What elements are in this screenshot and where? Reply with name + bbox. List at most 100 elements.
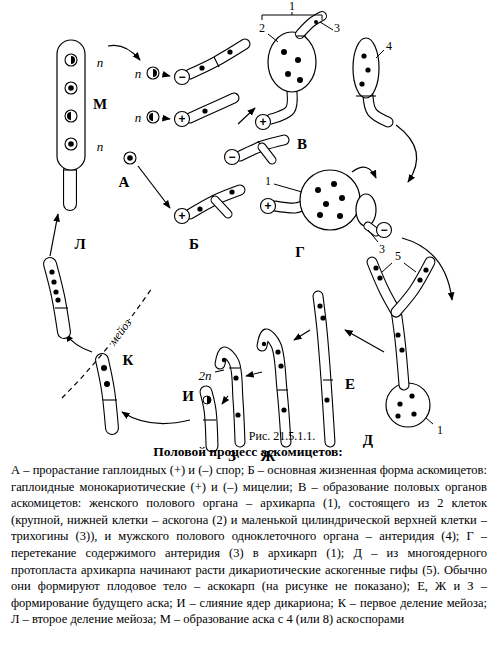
nucleus: [409, 393, 414, 398]
nucleus: [297, 77, 303, 83]
stage-letter: К: [123, 353, 134, 368]
hypha-outline: [275, 206, 302, 208]
ploidy-label: n: [97, 140, 104, 153]
nucleus: [359, 81, 364, 86]
cell-body: [356, 194, 376, 226]
callout-number: 3: [334, 22, 340, 34]
spore: [124, 152, 136, 164]
sign-ring: [175, 112, 190, 127]
stage-letter: А: [119, 175, 130, 190]
cell-body: [268, 32, 316, 92]
hypha-fill: [50, 264, 64, 332]
nucleus: [262, 342, 266, 346]
spore: [147, 67, 159, 79]
septum: [277, 389, 288, 390]
callout-number: 4: [386, 40, 392, 52]
hypha-fill: [262, 334, 286, 442]
mating-sign: +: [264, 200, 271, 212]
cell-body: [353, 38, 379, 98]
mating-sign: −: [228, 151, 235, 163]
nucleus: [49, 269, 54, 274]
hypha-outline: [262, 334, 286, 442]
nucleus: [233, 375, 238, 380]
stage-letter: Л: [74, 237, 85, 252]
spore: [65, 138, 77, 150]
hypha-fill: [368, 96, 388, 122]
nucleus: [202, 108, 207, 113]
process-label: мейоз: [106, 317, 133, 348]
cycle-arrow: [238, 108, 255, 124]
callout-number: 5: [395, 250, 401, 262]
hypha-outline: [63, 170, 77, 204]
septum: [55, 307, 68, 308]
septum: [215, 370, 224, 372]
hypha-outline: [300, 16, 322, 34]
hypha-outline: [215, 200, 228, 214]
spore: [65, 54, 77, 66]
sign-ring: [377, 223, 392, 238]
sign-ring: [175, 209, 190, 224]
septum: [356, 95, 376, 96]
nucleus: [317, 212, 323, 218]
spore-nucleus: [67, 112, 71, 120]
hypha-outline: [220, 352, 240, 442]
nucleus: [281, 407, 286, 412]
hypha-outline: [396, 310, 404, 385]
cycle-arrow: [294, 330, 310, 340]
leader-line: [292, 12, 293, 15]
nucleus: [399, 347, 404, 352]
nucleus: [281, 49, 287, 55]
stage-letter: Г: [295, 245, 305, 260]
cycle-arrow: [246, 372, 262, 376]
stage-letter: Б: [189, 237, 199, 252]
archicarp: [386, 383, 430, 427]
hypha-fill: [318, 296, 330, 442]
diploid-nucleus: [203, 396, 211, 404]
nucleus: [324, 397, 329, 402]
spore-nucleus: [71, 56, 75, 64]
septum: [103, 399, 117, 400]
hypha-fill: [271, 92, 292, 119]
nucleus: [339, 195, 345, 201]
hypha-outline: [318, 296, 330, 442]
mating-sign: +: [178, 113, 185, 125]
stage-letter: Д: [363, 433, 373, 448]
nucleus: [278, 363, 283, 368]
figure-caption: А – прорастание гаплоидных (+) и (–) спо…: [11, 462, 487, 628]
nucleus: [275, 349, 280, 354]
nucleus: [199, 65, 204, 70]
spore: [65, 82, 77, 94]
callout-number: 1: [265, 175, 271, 187]
hypha-outline: [190, 98, 234, 118]
sign-ring: [175, 70, 190, 85]
nucleus: [337, 213, 343, 219]
nucleus: [361, 53, 366, 58]
septum: [203, 419, 216, 420]
cycle-arrow: [162, 74, 170, 76]
spore: [147, 111, 159, 123]
figure-number: Рис. 21.5.1.1.: [249, 430, 315, 442]
hypha-fill: [262, 147, 272, 160]
callout-number: 1: [289, 0, 295, 12]
hypha-fill: [215, 200, 228, 214]
mating-sign: −: [380, 224, 387, 236]
leader-line: [274, 184, 302, 192]
leader-line: [262, 15, 322, 20]
mating-sign: −: [178, 71, 185, 83]
stage-letter: М: [93, 97, 107, 112]
sign-ring: [225, 150, 240, 165]
hypha-fill: [396, 310, 404, 385]
nucleus: [101, 365, 107, 371]
nucleus: [320, 315, 325, 320]
mating-sign: +: [259, 116, 266, 128]
hypha-outline: [396, 262, 430, 312]
nucleus: [222, 358, 226, 362]
leader-line: [382, 263, 392, 272]
nucleus: [227, 49, 232, 54]
cycle-arrow: [108, 45, 140, 60]
hypha-fill: [102, 360, 112, 428]
nucleus: [417, 277, 422, 282]
nucleus: [127, 155, 133, 161]
hypha-outline: [372, 262, 396, 312]
nucleus: [317, 303, 322, 308]
